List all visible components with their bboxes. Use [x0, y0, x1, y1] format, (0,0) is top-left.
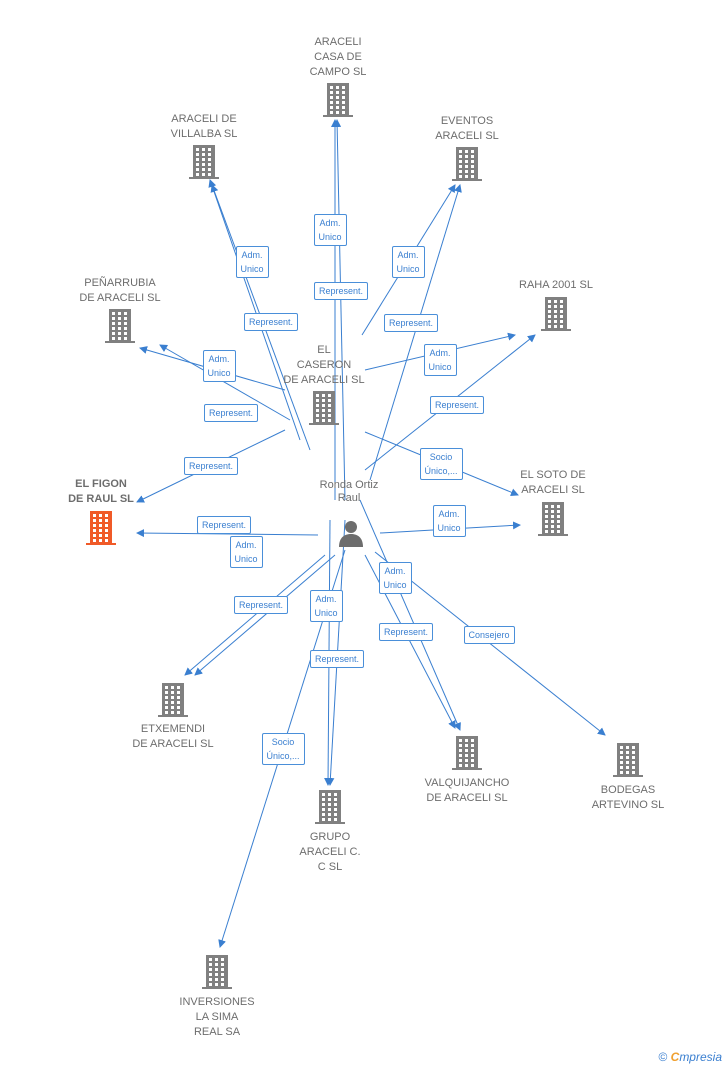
edge-label-18[interactable]: Adm. Unico	[378, 562, 412, 594]
company-label-etxemendi[interactable]: ETXEMENDI DE ARACELI SL	[132, 723, 214, 750]
building-icon-grupo[interactable]	[315, 790, 345, 824]
copyright-symbol: ©	[658, 1050, 668, 1064]
edge-label-16[interactable]: Adm. Unico	[309, 590, 343, 622]
building-icon-raha[interactable]	[541, 297, 571, 331]
company-label-valquijancho[interactable]: VALQUIJANCHO DE ARACELI SL	[424, 777, 510, 804]
company-label-araceli-casa[interactable]: ARACELI CASA DE CAMPO SL	[309, 36, 367, 78]
edge-label-10[interactable]: Socio Único,...	[419, 448, 463, 480]
building-icon-etxemendi[interactable]	[158, 683, 188, 717]
brand-name: mpresia	[679, 1050, 722, 1064]
empresia-logo: © Cmpresia	[658, 1050, 722, 1064]
edge-line-7	[159, 344, 291, 421]
edge-label-12[interactable]: Represent.	[184, 457, 239, 475]
edge-label-2[interactable]: Adm. Unico	[235, 246, 269, 278]
edge-label-14[interactable]: Adm. Unico	[229, 536, 263, 568]
edge-label-8[interactable]: Adm. Unico	[423, 344, 457, 376]
company-label-grupo[interactable]: GRUPO ARACELI C. C SL	[299, 831, 361, 873]
building-icon-soto[interactable]	[538, 502, 568, 536]
company-label-eventos[interactable]: EVENTOS ARACELI SL	[435, 115, 499, 142]
company-label-araceli-villalba[interactable]: ARACELI DE VILLALBA SL	[170, 113, 238, 140]
building-icon-eventos[interactable]	[452, 147, 482, 181]
edge-label-7[interactable]: Represent.	[204, 404, 259, 422]
edge-line-12	[136, 529, 319, 538]
edge-label-17[interactable]: Represent.	[310, 650, 365, 668]
building-icon-araceli-casa[interactable]	[323, 83, 353, 117]
company-label-raha[interactable]: RAHA 2001 SL	[519, 279, 593, 291]
center-person-label[interactable]: Ronda Ortiz Raul	[319, 479, 379, 504]
edge-line-18	[359, 499, 461, 731]
company-label-inversiones[interactable]: INVERSIONES LA SIMA REAL SA	[179, 996, 255, 1038]
company-label-bodegas[interactable]: BODEGAS ARTEVINO SL	[591, 784, 665, 811]
edge-line-15	[194, 554, 336, 676]
edge-line-1	[333, 119, 346, 501]
edge-label-11[interactable]: Adm. Unico	[432, 505, 466, 537]
edge-label-13[interactable]: Represent.	[197, 516, 252, 534]
edge-label-1[interactable]: Represent.	[314, 282, 369, 300]
edge-label-6[interactable]: Adm. Unico	[202, 350, 236, 382]
building-icon-valquijancho[interactable]	[452, 736, 482, 770]
building-icon-penarrubia[interactable]	[105, 309, 135, 343]
edge-label-21[interactable]: Socio Único,...	[261, 733, 305, 765]
edge-label-9[interactable]: Represent.	[430, 396, 485, 414]
brand-initial: C	[670, 1050, 680, 1064]
company-label-soto[interactable]: EL SOTO DE ARACELI SL	[520, 469, 586, 496]
edge-label-3[interactable]: Represent.	[244, 313, 299, 331]
building-icon-bodegas[interactable]	[613, 743, 643, 777]
building-icon-figon[interactable]	[86, 511, 116, 545]
edge-label-5[interactable]: Represent.	[384, 314, 439, 332]
edge-label-20[interactable]: Consejero	[463, 626, 515, 644]
company-label-penarrubia[interactable]: PEÑARRUBIA DE ARACELI SL	[79, 277, 161, 304]
edge-line-2	[208, 179, 301, 441]
building-icon-inversiones[interactable]	[202, 955, 232, 989]
building-icon-caseron[interactable]	[309, 391, 339, 425]
edge-line-14	[184, 554, 326, 676]
person-icon[interactable]	[336, 518, 366, 548]
edge-label-0[interactable]: Adm. Unico	[313, 214, 347, 246]
edge-label-19[interactable]: Represent.	[379, 623, 434, 641]
edge-label-15[interactable]: Represent.	[234, 596, 289, 614]
building-icon-araceli-villalba[interactable]	[189, 145, 219, 179]
company-label-figon[interactable]: EL FIGON DE RAUL SL	[68, 478, 134, 505]
edge-label-4[interactable]: Adm. Unico	[391, 246, 425, 278]
company-label-caseron[interactable]: EL CASERON DE ARACELI SL	[283, 344, 365, 386]
edge-line-5	[369, 184, 462, 481]
